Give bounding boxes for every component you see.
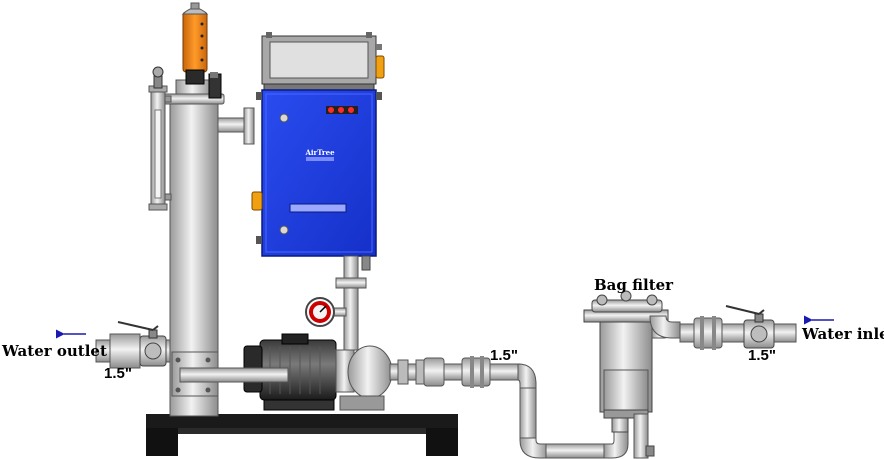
water-inlet-label: Water inlet [801, 325, 884, 343]
water-outlet-label: Water outlet [1, 342, 107, 360]
centrifugal-pump [335, 345, 393, 411]
pump-discharge-pipe [389, 356, 629, 459]
vent-valve-icon[interactable] [152, 66, 164, 89]
bag-filter-label: Bag filter [594, 276, 674, 294]
degassing-valve [181, 2, 222, 99]
bag-filter-housing [583, 290, 669, 459]
inlet-size-label: 1.5" [748, 347, 776, 364]
cabinet-nameplate [306, 157, 334, 161]
cabinet-drop-pipe [335, 255, 371, 351]
control-cabinet [256, 89, 382, 257]
pump-size-label: 1.5" [490, 347, 518, 364]
outlet-ball-valve[interactable] [117, 321, 167, 367]
status-lights [326, 106, 358, 114]
contact-column [163, 79, 255, 417]
level-sight-gauge [148, 85, 172, 211]
recirculation-pipe [179, 367, 289, 383]
pressure-gauge-icon [305, 297, 347, 327]
outlet-size-label: 1.5" [104, 365, 132, 382]
ozone-generator-top [261, 32, 385, 91]
cabinet-vent [289, 203, 347, 213]
inlet-ball-valve[interactable] [725, 305, 775, 349]
cabinet-switch[interactable] [251, 191, 263, 211]
cabinet-brand: AirTree [304, 148, 335, 157]
skid-base [146, 414, 458, 456]
